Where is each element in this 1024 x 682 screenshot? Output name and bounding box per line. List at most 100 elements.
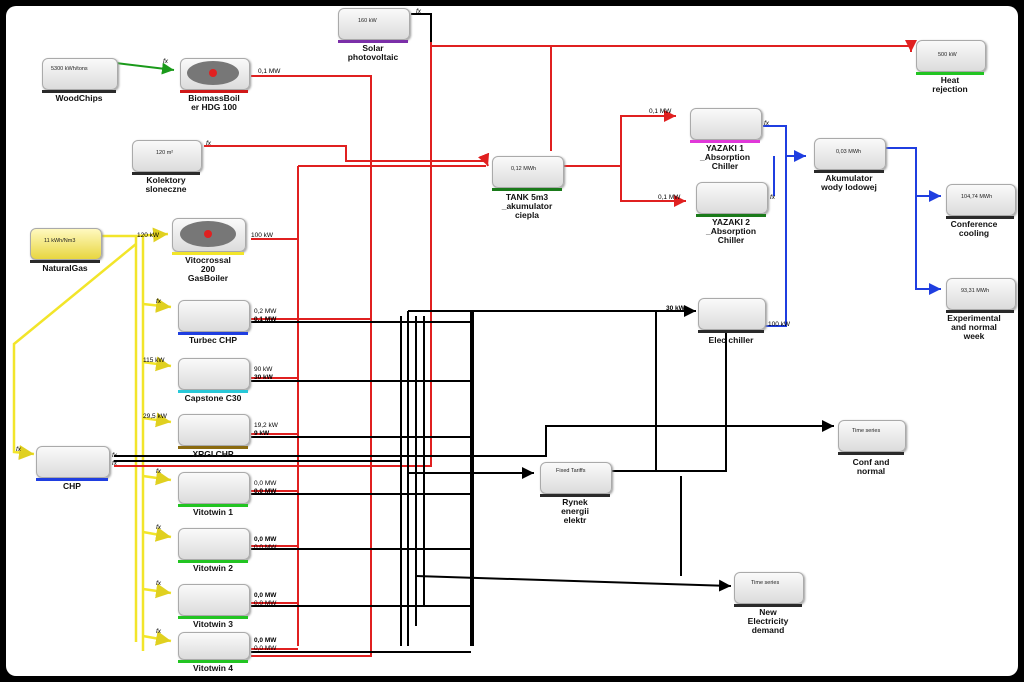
vitotwin2-b-value: 0,0 MW [254,544,277,551]
rynek-node[interactable] [540,462,612,494]
tank-value: 0,12 MWh [511,166,537,172]
natural-gas-bar [30,260,100,263]
natural-gas-value: 11 kWh/Nm3 [44,238,76,244]
new-electricity-bar [734,604,802,607]
elec-chiller-in-value: 30 kW [666,305,685,312]
gas-to-capstone [142,356,172,372]
akumulator-value: 0,03 MWh [836,149,862,155]
conf-normal-value: Time series [852,428,881,434]
conference-cooling-label: Conference cooling [950,219,998,238]
xrgi-in-value: 29,5 kW [143,413,167,420]
heat-to-yazaki2 [620,166,686,207]
vitotwin3-node[interactable] [178,584,250,616]
vitotwin2-node[interactable] [178,528,250,560]
vitotwin4-label: Vitotwin 4 [193,663,233,673]
turbec-node[interactable] [178,300,250,332]
conf-normal-node[interactable] [838,420,906,452]
vitotwin3-a-value: 0,0 MW [254,592,277,599]
conference-cooling-value: 104,74 MWh [961,194,993,200]
new-electricity-value: Time series [751,580,780,586]
conference-cooling-node[interactable] [946,184,1016,216]
biomass-boiler-bar [180,90,248,93]
chp-node[interactable] [36,446,110,478]
vitotwin3-b-value: 0,0 MW [254,600,277,607]
flow-connectors [12,13,941,657]
heat-to-tank [204,145,490,167]
chp-fx-out1: fx [112,452,118,459]
chp-fx-in: fx [16,446,22,453]
turbec-elec-value: 0,1 MW [254,316,277,323]
heat-rejection-node[interactable] [916,40,986,72]
vitotwin2-bar [178,560,248,563]
gas-out-value: 120 kW [137,232,160,239]
experimental-label: Experimental and normal week [947,313,1001,341]
gas-to-vitotwin3 [142,583,172,599]
conf-normal-label: Conf and normal [852,457,890,476]
boiler-icon [187,61,239,85]
new-electricity-node[interactable] [734,572,804,604]
solar-pv-fx: fx [416,8,422,15]
experimental-node[interactable] [946,278,1016,310]
elec-chiller-node[interactable] [698,298,766,330]
vitocrossal-bar [172,252,244,255]
solar-pv-bar [338,40,408,43]
experimental-value: 93,31 MWh [961,288,990,294]
woodchips-node[interactable] [42,58,118,90]
heat-rejection-bar [916,72,984,75]
kolektory-node[interactable] [132,140,202,172]
kolektory-label: Kolektory sloneczne [145,175,187,194]
gas-to-vitotwin2 [142,526,172,542]
kolektory-bar [132,172,200,175]
kolektory-value: 120 m² [156,150,174,156]
akumulator-node[interactable] [814,138,886,170]
turbec-label: Turbec CHP [188,335,238,345]
capstone-bar [178,390,248,393]
capstone-node[interactable] [178,358,250,390]
xrgi-bar [178,446,248,449]
diagram-canvas: 5300 kWh/tons WoodChips BiomassBoil er H… [6,6,1018,676]
heat-rejection-value: 500 kW [938,52,957,58]
solar-pv-node[interactable] [338,8,410,40]
vitotwin3-bar [178,616,248,619]
heat-to-yazaki1 [564,110,676,167]
heat-to-rejection [431,40,917,52]
elec-to-newelec [415,575,732,592]
heat-collector-solar [114,42,432,467]
elec-solar [411,13,432,42]
vitotwin4-node[interactable] [178,632,250,660]
woodchips-flow [115,62,175,75]
vitotwin4-a-value: 0,0 MW [254,637,277,644]
new-electricity-label: New Electricity demand [747,607,789,635]
solar-pv-value: 160 kW [358,18,377,24]
yazaki2-label: YAZAKI 2 _Absorption Chiller [705,217,757,245]
natural-gas-node[interactable] [30,228,102,260]
xrgi-node[interactable] [178,414,250,446]
conf-normal-bar [838,452,904,455]
yazaki1-node[interactable] [690,108,762,140]
cool-to-conference [886,147,941,202]
vitotwin2-fx: fx [156,524,162,531]
elec-rynek-loop [606,311,727,472]
conference-cooling-bar [946,216,1014,219]
vitotwin3-label: Vitotwin 3 [193,619,233,629]
vitotwin1-a-value: 0,0 MW [254,480,277,487]
tank-node[interactable] [492,156,564,188]
elec-to-confnormal [114,420,834,457]
xrgi-heat-value: 19,2 kW [254,422,278,429]
heat-rejection-label: Heat rejection [932,75,968,94]
vitotwin2-a-value: 0,0 MW [254,536,277,543]
capstone-in-value: 115 kW [143,357,165,364]
chp-fx-out2: fx [112,460,118,467]
vitotwin1-node[interactable] [178,472,250,504]
yazaki2-node[interactable] [696,182,768,214]
cool-to-experimental [915,196,941,295]
tank-label: TANK 5m3 _akumulator ciepla [501,192,553,220]
yazaki2-in-value: 0,1 MW [658,194,681,201]
turbec-bar [178,332,248,335]
yazaki1-in-value: 0,1 MW [649,108,672,115]
yazaki1-label: YAZAKI 1 _Absorption Chiller [699,143,751,171]
heat-collector-biomass [251,75,372,657]
woodchips-value: 5300 kWh/tons [51,66,88,72]
turbec-fx: fx [156,298,162,305]
gas-to-chp [12,243,137,460]
